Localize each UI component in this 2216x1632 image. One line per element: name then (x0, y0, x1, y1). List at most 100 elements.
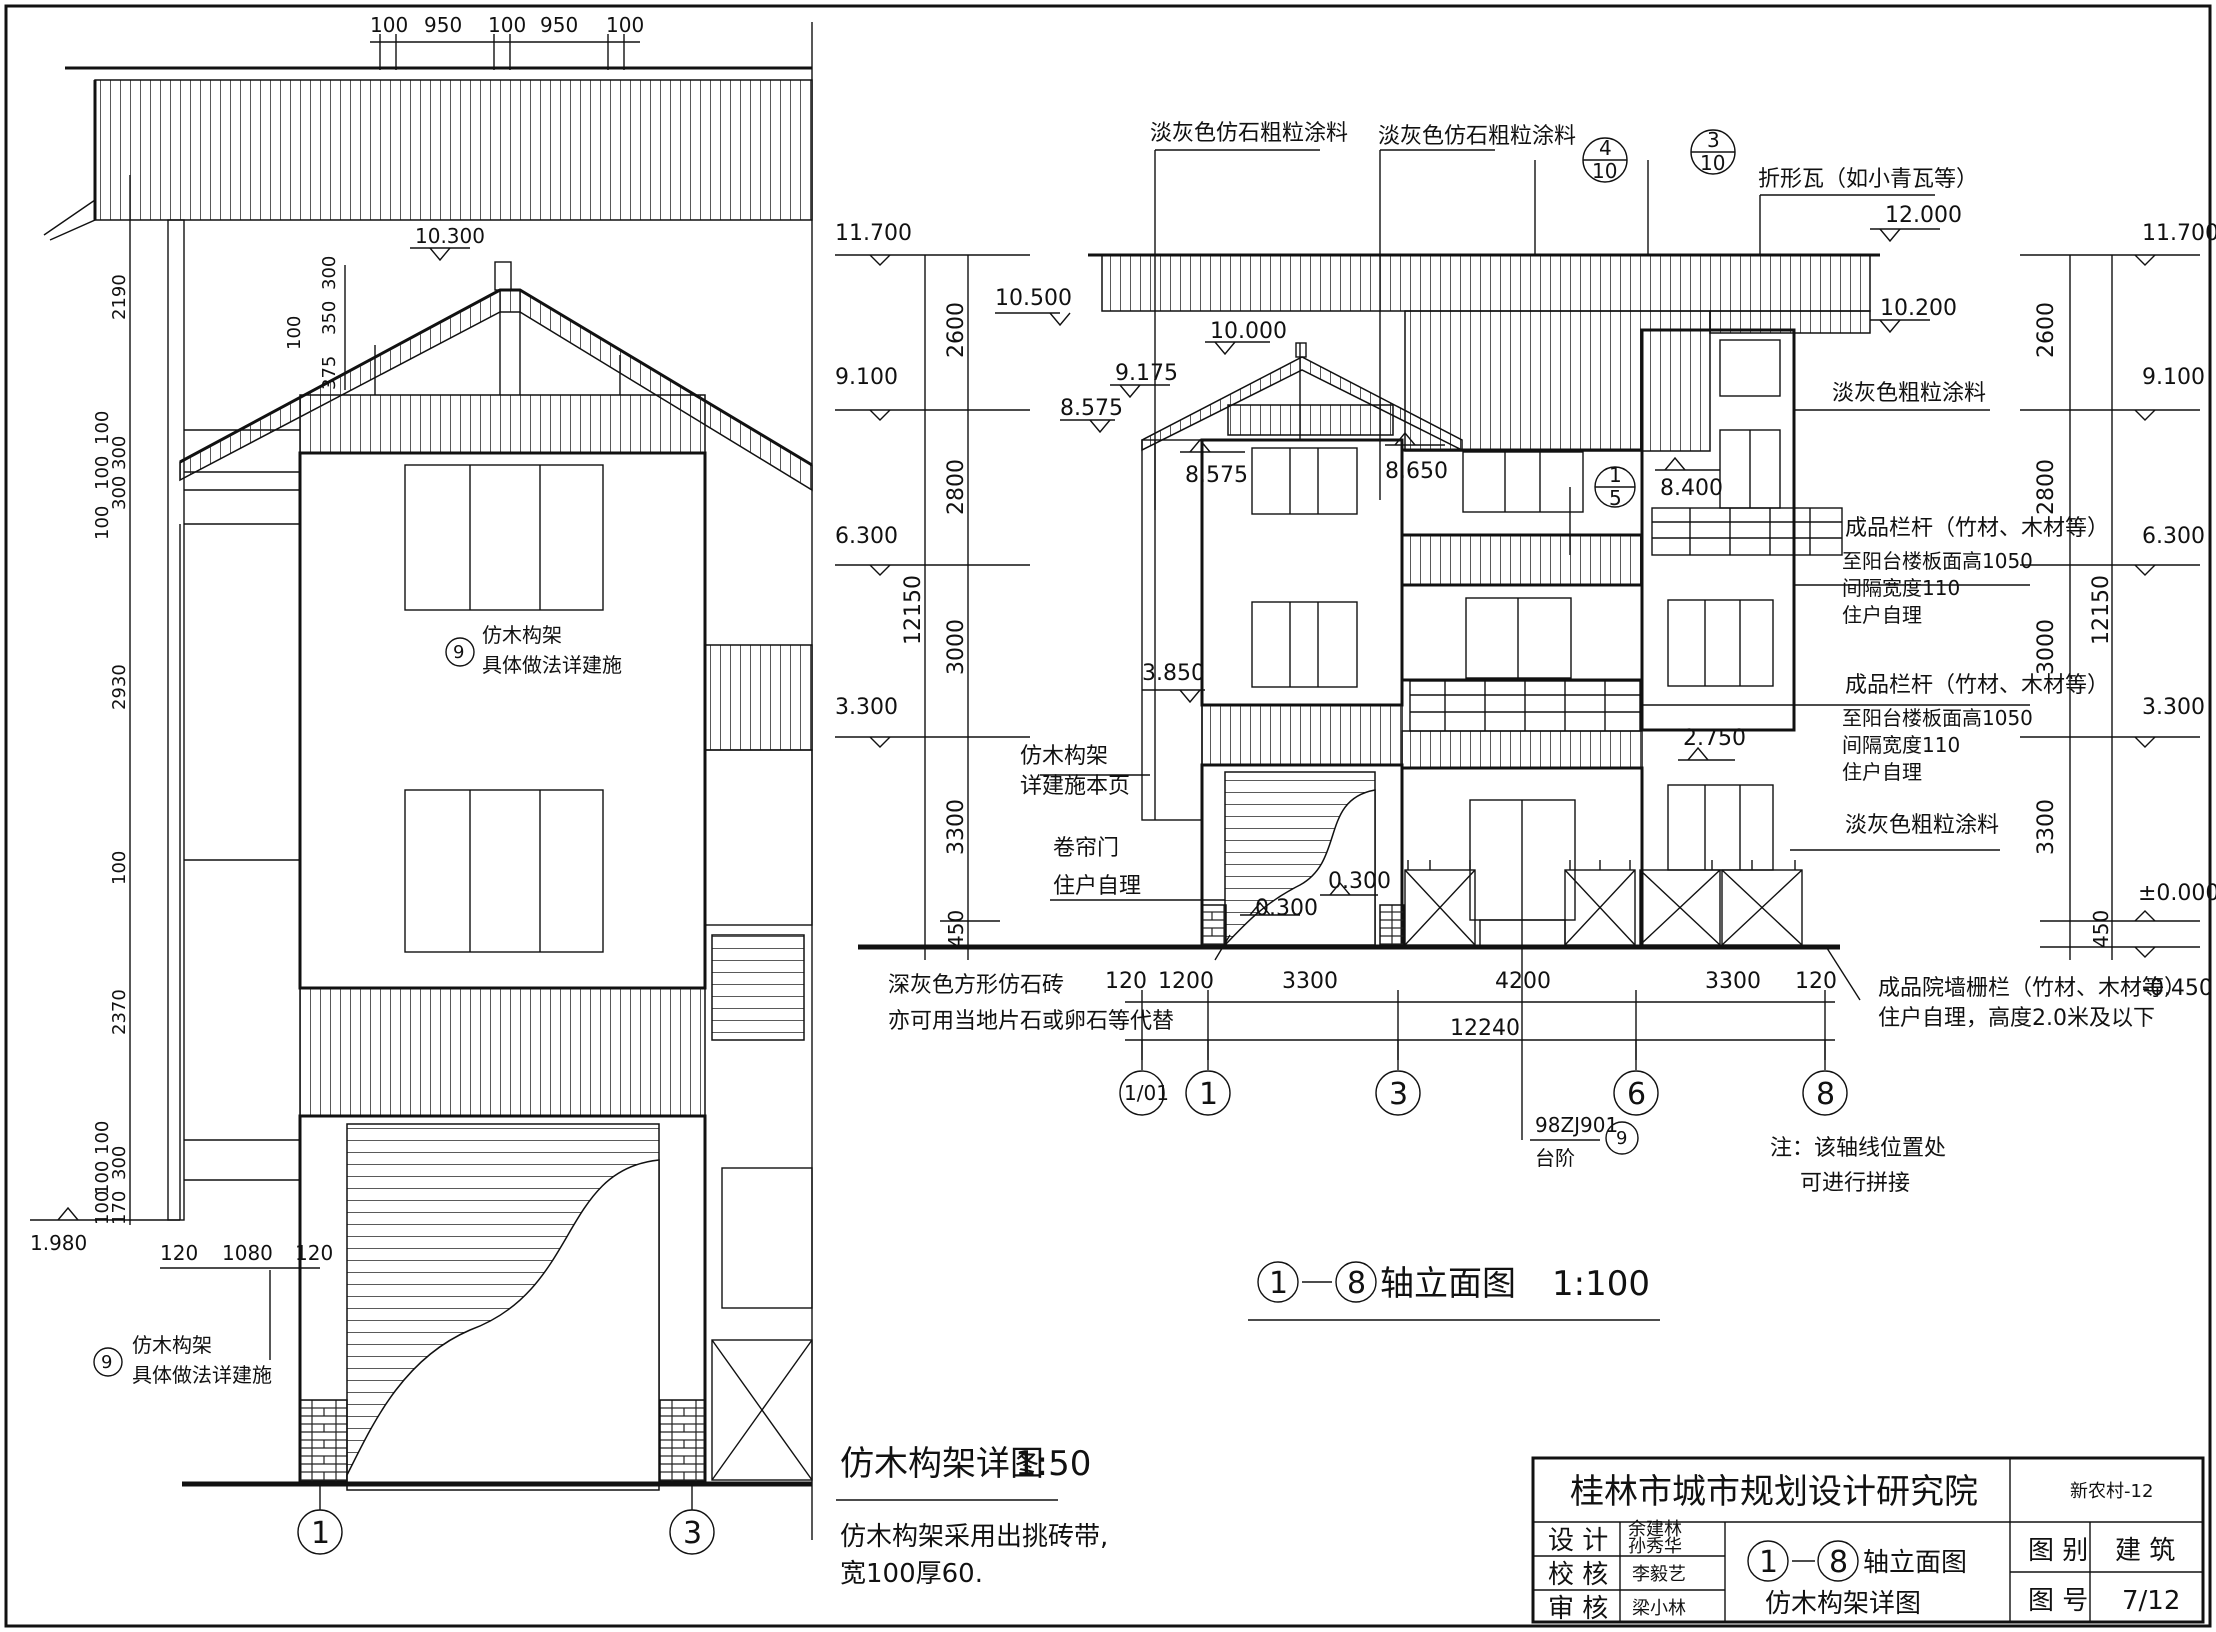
note2-callout-num: 9 (101, 1352, 112, 1373)
title-to-axis: 8 (1347, 1266, 1366, 1301)
rail2-line1: 至阳台楼板面高1050 (1842, 706, 2033, 730)
elevation-scale: 1:100 (1552, 1264, 1650, 1304)
tb-drawing-title1: 轴立面图 (1863, 1548, 1967, 1578)
check-label: 校 核 (1548, 1560, 1608, 1590)
left-detail-title: 仿木构架详图 (840, 1444, 1044, 1484)
bottom-dim-120-b: 120 (1795, 969, 1837, 994)
level-left-9100: 9.100 (835, 365, 898, 390)
level-10500: 10.500 (995, 286, 1072, 311)
note1-callout-num: 9 (453, 642, 464, 663)
label-coating4: 淡灰色粗粒涂料 (1845, 813, 1999, 838)
dim-right-3300: 3300 (2034, 799, 2059, 855)
dim-right-450: 450 (2089, 910, 2113, 948)
left-top-dim-1: 100 (370, 13, 408, 37)
level-12000: 12.000 (1885, 203, 1962, 228)
level-10300: 10.300 (415, 224, 485, 248)
reviewer-name: 梁小林 (1632, 1598, 1686, 1619)
level-right-11700: 11.700 (2142, 221, 2216, 246)
category-value: 建 筑 (2115, 1536, 2175, 1566)
left-dim-3: 100 (92, 456, 113, 490)
institute-name: 桂林市城市规划设计研究院 (1570, 1472, 1978, 1512)
level-left-6300: 6.300 (835, 524, 898, 549)
left-axis-1: 1 (311, 1516, 330, 1551)
level-right-9100: 9.100 (2142, 365, 2205, 390)
left-top-dim-2: 950 (424, 13, 462, 37)
callout-a-bottom: 10 (1592, 159, 1617, 183)
label-coating3: 淡灰色粗粒涂料 (1832, 381, 1986, 406)
left-dim-13: 100 (92, 1191, 113, 1225)
callout-c-bottom: 5 (1609, 486, 1622, 510)
axis-6: 6 (1627, 1077, 1646, 1112)
designer-1: 余建林 (1628, 1519, 1682, 1540)
level-2750: 2.750 (1683, 726, 1746, 751)
tb-from-axis: 1 (1759, 1545, 1778, 1580)
left-detail-scale: 1:50 (1015, 1444, 1091, 1484)
step-num: 9 (1616, 1128, 1627, 1149)
axis-3: 3 (1389, 1077, 1408, 1112)
roof-dim-2: 300 (319, 256, 340, 290)
title-from-axis: 1 (1269, 1266, 1288, 1301)
dim-left-2600: 2600 (944, 302, 969, 358)
note-line2: 可进行拼接 (1800, 1171, 1910, 1196)
level-8575-b: 8.575 (1185, 463, 1248, 488)
note2-line1: 仿木构架 (132, 1333, 212, 1357)
level-9175: 9.175 (1115, 361, 1178, 386)
number-value: 7/12 (2122, 1586, 2180, 1616)
roof-dim-4: 375 (319, 356, 340, 390)
level-1980: 1.980 (30, 1231, 87, 1255)
designer-2: 孙秀华 (1628, 1536, 1682, 1557)
bottom-dim-3300-a: 3300 (1282, 969, 1338, 994)
level-left-3300: 3.300 (835, 695, 898, 720)
level-0300-a: 0.300 (1255, 896, 1318, 921)
tb-to-axis: 8 (1829, 1545, 1848, 1580)
level-0300-b: 0.300 (1328, 869, 1391, 894)
review-label: 审 核 (1548, 1594, 1608, 1624)
level-left-11700: 11.700 (835, 221, 912, 246)
axis-1-01: 1/01 (1124, 1081, 1169, 1105)
level-3850: 3.850 (1142, 661, 1205, 686)
roof-dim-3: 100 (284, 316, 305, 350)
step-ref: 98ZJ901 (1535, 1113, 1618, 1137)
left-top-dim-4: 950 (540, 13, 578, 37)
left-dim-8: 100 (109, 851, 130, 885)
elevation-title: 轴立面图 (1380, 1264, 1516, 1304)
rail-line1: 至阳台楼板面高1050 (1842, 549, 2033, 573)
bottom-dim-2: 1080 (222, 1241, 273, 1265)
dim-left-2800: 2800 (944, 459, 969, 515)
rail2-line3: 住户自理 (1842, 760, 1922, 784)
level-10200: 10.200 (1880, 296, 1957, 321)
total-dim-12240: 12240 (1450, 1016, 1520, 1041)
rail2-line2: 间隔宽度110 (1842, 733, 1960, 757)
left-dim-11: 100 (92, 1161, 113, 1195)
bottom-dim-1200: 1200 (1158, 969, 1214, 994)
left-dim-1: 2190 (109, 274, 130, 320)
level-right-3300: 3.300 (2142, 695, 2205, 720)
dim-left-450: 450 (944, 910, 968, 948)
bottom-dim-3300-b: 3300 (1705, 969, 1761, 994)
rail-title: 成品栏杆（竹材、木材等） (1845, 516, 2109, 541)
fence-line1: 成品院墙栅栏（竹材、木材等） (1878, 976, 2186, 1001)
label-coating1: 淡灰色仿石粗粒涂料 (1150, 121, 1348, 146)
brick-line1: 深灰色方形仿石砖 (888, 973, 1064, 998)
rail2-title: 成品栏杆（竹材、木材等） (1845, 673, 2109, 698)
step-label: 台阶 (1535, 1146, 1575, 1170)
dim-left-3000: 3000 (944, 619, 969, 675)
note1-line2: 具体做法详建施 (482, 653, 622, 677)
callout-a-top: 4 (1599, 136, 1612, 160)
fence-line2: 住户自理，高度2.0米及以下 (1878, 1006, 2155, 1031)
left-dim-4: 300 (109, 436, 130, 470)
left-dim-6: 100 (92, 506, 113, 540)
callout-c-top: 1 (1609, 463, 1622, 487)
tb-drawing-title2: 仿木构架详图 (1765, 1589, 1921, 1619)
door-line2: 住户自理 (1053, 874, 1141, 899)
left-dim-14: 170 (109, 1191, 130, 1225)
level-right-0000: ±0.000 (2138, 881, 2216, 906)
bottom-dim-4200: 4200 (1495, 969, 1551, 994)
level-8650: 8.650 (1385, 459, 1448, 484)
left-dim-5: 300 (109, 476, 130, 510)
left-detail-desc1: 仿木构架采用出挑砖带, (840, 1522, 1108, 1552)
left-detail-desc2: 宽100厚60. (840, 1559, 983, 1589)
note1-line1: 仿木构架 (482, 623, 562, 647)
callout-b-top: 3 (1707, 128, 1720, 152)
